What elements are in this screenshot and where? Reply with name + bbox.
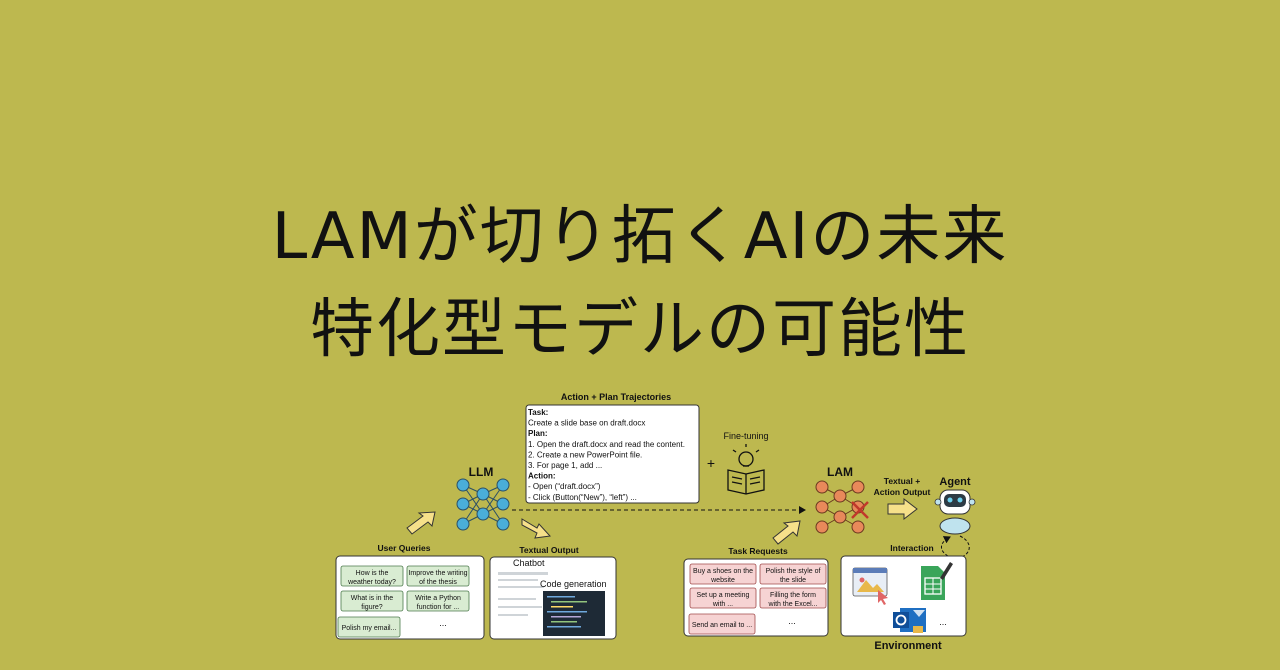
user-query-box — [340, 565, 404, 587]
block-arrow-tasks-to-lam — [772, 520, 801, 545]
task-request-box — [759, 587, 827, 609]
task-requests-heading: Task Requests — [728, 546, 788, 556]
user-query-text: Improve the writing — [408, 570, 467, 577]
user-query-box — [406, 565, 470, 587]
environment-heading: Environment — [874, 640, 942, 652]
textual-action-output-line-1: Textual + — [884, 476, 920, 486]
lam-label: LAM — [827, 465, 853, 479]
task-request-text: Set up a meeting — [697, 592, 750, 599]
page-title-line-1: LAMが切り拓くAIの未来 — [271, 200, 1009, 274]
browser-icon — [852, 567, 888, 605]
user-query-text: figure? — [361, 604, 383, 611]
interaction-label: Interaction — [890, 543, 933, 553]
plus-sign: + — [707, 455, 715, 471]
trajectory-line: Task: — [528, 408, 548, 417]
trajectories-heading: Action + Plan Trajectories — [561, 392, 671, 402]
trajectory-line: 3. For page 1, add ... — [528, 461, 602, 470]
robot-icon — [934, 489, 976, 535]
block-arrow-llm-to-output — [521, 518, 552, 539]
environment-ellipsis: ... — [939, 617, 947, 627]
trajectories-lines: Task: Create a slide base on draft.docxPl… — [528, 408, 685, 502]
task-request-text: Send an email to ... — [692, 622, 752, 629]
user-query-box — [337, 616, 401, 638]
user-queries-heading: User Queries — [378, 543, 431, 553]
task-request-box — [688, 613, 756, 635]
code-generation-label: Code generation — [540, 579, 607, 589]
task-request-text: website — [710, 577, 735, 584]
textual-output-heading: Textual Output — [519, 545, 579, 555]
interaction-arrows — [941, 536, 970, 558]
trajectory-line: Action: — [528, 472, 556, 481]
trajectory-line: 2. Create a new PowerPoint file. — [528, 450, 642, 459]
trajectory-line: Plan: — [528, 429, 548, 438]
user-query-text: How is the — [356, 570, 389, 577]
trajectory-line: - Open (“draft.docx”) — [528, 482, 601, 491]
block-arrow-queries-to-llm — [406, 511, 436, 535]
llm-network-icon — [456, 478, 510, 531]
chatbot-screenshot — [498, 572, 548, 616]
user-query-box — [340, 590, 404, 612]
page-title-line-2: 特化型モデルの可能性 — [310, 293, 970, 367]
agent-label: Agent — [939, 476, 971, 488]
task-request-text: the slide — [780, 577, 806, 584]
book-bulb-icon — [727, 444, 765, 495]
finetuning-label: Fine-tuning — [723, 431, 768, 441]
excel-icon — [921, 562, 953, 600]
task-request-text: with ... — [712, 601, 733, 608]
trajectories-box — [525, 404, 700, 504]
task-request-text: with the Excel... — [767, 601, 817, 608]
trajectory-line: 1. Open the draft.docx and read the cont… — [528, 440, 685, 449]
user-queries-list: How is the weather today? Improve the writ… — [337, 565, 470, 638]
textual-action-output-line-2: Action Output — [874, 487, 931, 497]
task-requests-list: Buy a shoes on the website Polish the styl… — [688, 563, 827, 635]
task-request-text: Filling the form — [770, 592, 816, 599]
task-request-box — [689, 587, 757, 609]
user-query-box — [406, 590, 470, 612]
user-query-text: Polish my email... — [342, 625, 397, 632]
user-query-text: weather today? — [347, 579, 396, 586]
code-screenshot — [543, 591, 605, 636]
block-arrow-lam-to-agent — [887, 497, 918, 521]
chatbot-label: Chatbot — [513, 558, 545, 568]
user-query-text: Write a Python — [415, 595, 461, 602]
task-request-box — [759, 563, 827, 585]
task-requests-ellipsis: ... — [788, 616, 796, 626]
outlook-icon — [893, 608, 926, 633]
user-query-text: function for ... — [417, 604, 459, 611]
task-request-text: Buy a shoes on the — [693, 568, 753, 575]
tools-icon — [851, 501, 869, 519]
llm-label: LLM — [469, 465, 494, 479]
user-queries-ellipsis: ... — [439, 618, 447, 628]
task-request-text: Polish the style of — [766, 568, 821, 575]
trajectory-line: - Click (Button(“New”), “left”) ... — [528, 493, 637, 502]
lam-network-icon — [815, 480, 865, 534]
user-query-text: of the thesis — [419, 579, 457, 586]
task-request-box — [689, 563, 757, 585]
user-query-text: What is in the — [351, 595, 394, 602]
trajectory-line: Create a slide base on draft.docx — [528, 419, 645, 428]
